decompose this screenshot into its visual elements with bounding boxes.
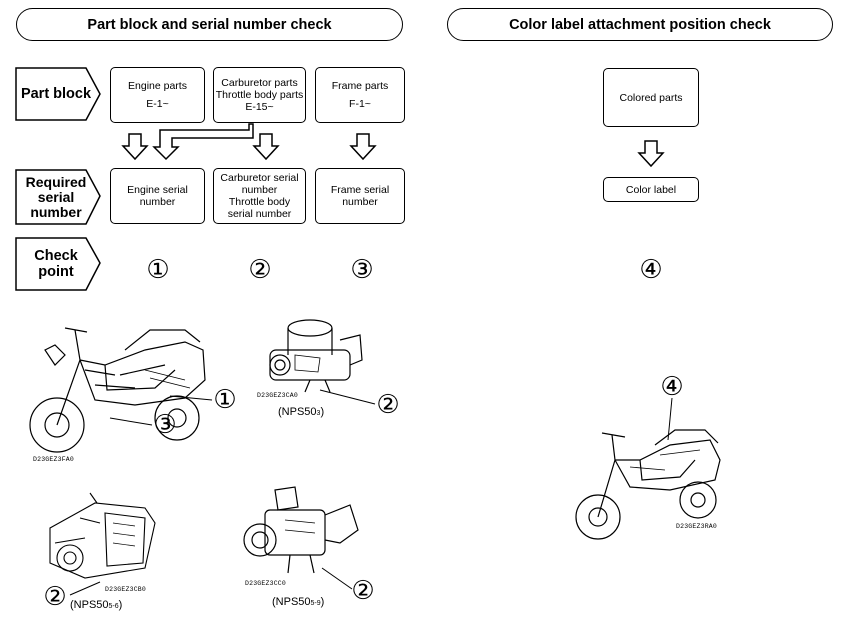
scooter-illustration [29, 327, 206, 453]
check-point-2: ② [248, 253, 272, 284]
serial-box-carburetor: Carburetor serial number Throttle body s… [213, 168, 306, 224]
bent-arrow-carb-to-engine [152, 123, 254, 161]
throttle-body-illustration [243, 486, 359, 574]
part-box-frame: Frame parts F-1~ [315, 67, 405, 123]
throttle-body-code: D23GEZ3CC0 [245, 580, 287, 587]
engine-code: D23GEZ3CB0 [105, 586, 147, 593]
engine-model: (NPS505-6) [70, 599, 123, 611]
engine-callout-2: ② [43, 580, 67, 611]
row-tag-required-serial: Required serial number [25, 173, 87, 220]
throttle-body-callout-2: ② [351, 574, 375, 605]
down-arrow-engine [121, 133, 149, 161]
engine-illustration [49, 492, 156, 579]
carburetor-top-callout-2: ② [376, 388, 400, 419]
carburetor-top-code: D23GEZ3CA0 [257, 392, 299, 399]
check-point-3: ③ [350, 253, 374, 284]
right-scooter-callout-4: ④ [660, 370, 684, 401]
row-tag-check-point: Check point [34, 248, 78, 280]
part-box-carburetor: Carburetor parts Throttle body parts E-1… [213, 67, 306, 123]
left-section-header: Part block and serial number check [16, 8, 403, 41]
right-scooter-code: D23GEZ3RA0 [676, 523, 718, 530]
scooter-callout-1: ① [213, 383, 237, 414]
check-point-1: ① [146, 253, 170, 284]
color-label-box: Color label [603, 177, 699, 202]
right-section-header: Color label attachment position check [447, 8, 833, 41]
down-arrow-color [637, 140, 665, 168]
carburetor-illustration [269, 319, 363, 393]
scooter-code: D23GEZ3FA0 [33, 456, 75, 463]
scooter-callout-3: ③ [153, 408, 177, 439]
down-arrow-frame [349, 133, 377, 161]
down-arrow-carb [252, 133, 280, 161]
serial-box-engine: Engine serial number [110, 168, 205, 224]
part-box-engine: Engine parts E-1~ [110, 67, 205, 123]
serial-box-frame: Frame serial number [315, 168, 405, 224]
carburetor-top-model: (NPS503) [278, 406, 325, 418]
colored-parts-box: Colored parts [603, 68, 699, 127]
throttle-body-model: (NPS505-9) [272, 596, 325, 608]
check-point-4: ④ [639, 253, 663, 284]
right-scooter-illustration [575, 429, 721, 540]
row-tag-part-block: Part block [20, 86, 92, 102]
